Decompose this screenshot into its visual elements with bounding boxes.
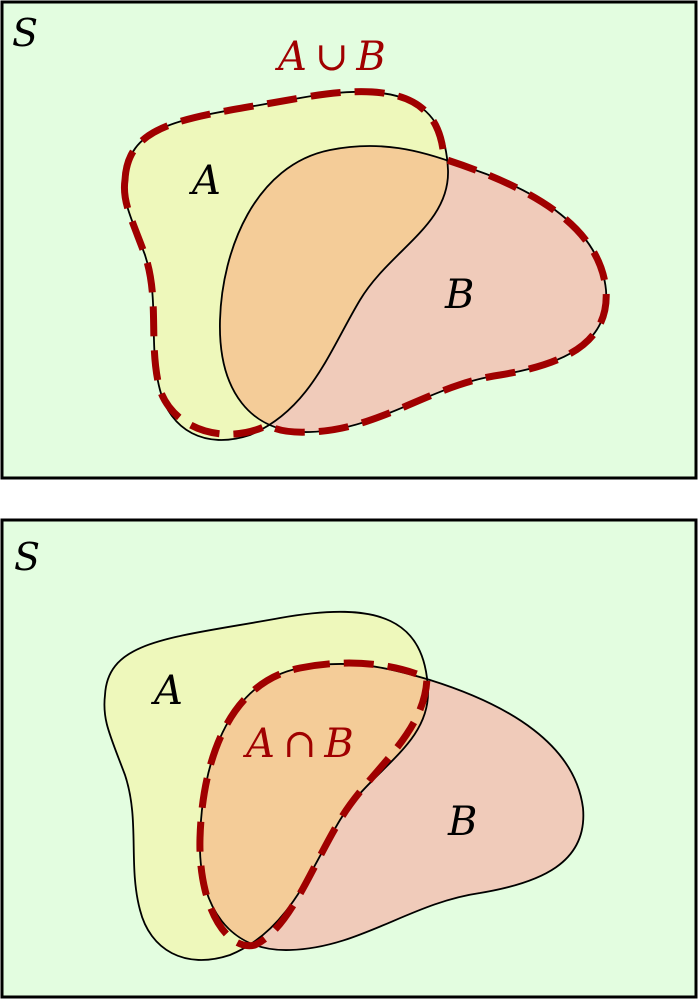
- set-a-label: A: [150, 668, 183, 714]
- union-panel: S A B A∪B: [0, 0, 698, 480]
- intersection-panel: S A B A∩B: [0, 518, 698, 999]
- union-label: A∪B: [274, 34, 386, 80]
- intersection-label: A∩B: [242, 721, 354, 767]
- set-b-label: B: [444, 272, 474, 318]
- universe-label: S: [14, 535, 40, 579]
- intersection-highlight-boundary: [196, 659, 431, 950]
- set-b-label: B: [447, 799, 477, 845]
- union-highlight-boundary: [120, 88, 610, 438]
- set-a-label: A: [188, 158, 221, 204]
- universe-label: S: [12, 11, 38, 55]
